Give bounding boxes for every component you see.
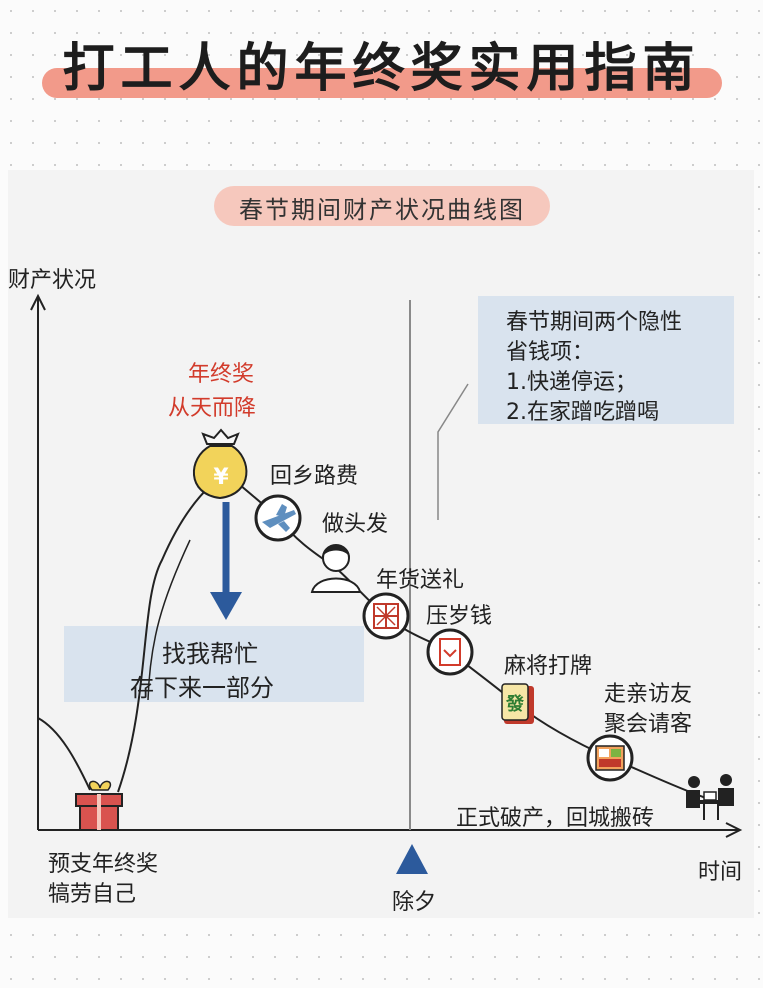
event-red-envelope-label: 压岁钱 bbox=[426, 604, 493, 629]
bonus-label-line-2: 从天而降 bbox=[168, 396, 257, 421]
diagram-subtitle: 春节期间财产状况曲线图 bbox=[239, 196, 525, 224]
woman-icon bbox=[310, 544, 362, 593]
new-years-eve-marker bbox=[396, 844, 428, 874]
prepay-curve bbox=[37, 717, 91, 791]
mahjong-tile-text: 發 bbox=[505, 693, 525, 715]
event-mahjong-label: 麻将打牌 bbox=[504, 654, 593, 679]
gift-box-icon bbox=[362, 592, 410, 640]
money-bag-icon: ¥ bbox=[193, 428, 248, 500]
savings-box bbox=[64, 626, 364, 702]
money-bag-symbol: ¥ bbox=[213, 465, 229, 490]
savings-arrow-head bbox=[210, 592, 242, 620]
title-highlight bbox=[42, 68, 722, 98]
event-hair-label: 做头发 bbox=[322, 512, 389, 537]
hidden-savings-box bbox=[478, 296, 734, 424]
subtitle-highlight bbox=[214, 186, 550, 226]
event-bankrupt-label: 正式破产，回城搬砖 bbox=[456, 806, 655, 831]
rise-curve bbox=[117, 485, 211, 793]
lunchbox-icon bbox=[586, 734, 634, 782]
y-axis-label: 财产状况 bbox=[8, 268, 97, 293]
rise-curve-inner bbox=[147, 539, 191, 701]
diagram-panel bbox=[8, 170, 754, 918]
hidden-savings-line-4: 2.在家蹭吃蹭喝 bbox=[506, 400, 659, 425]
spending-curve bbox=[231, 477, 707, 799]
event-visiting-label-line-2: 聚会请客 bbox=[604, 712, 693, 737]
hidden-savings-line-2: 省钱项： bbox=[506, 340, 595, 365]
prepay-label-line-1: 预支年终奖 bbox=[48, 852, 159, 877]
event-visiting-label-line-1: 走亲访友 bbox=[604, 682, 693, 707]
savings-text-line-1: 找我帮忙 bbox=[162, 640, 258, 668]
event-gifts-label: 年货送礼 bbox=[376, 568, 465, 593]
red-envelope-icon bbox=[426, 628, 474, 676]
event-travel-label: 回乡路费 bbox=[270, 464, 359, 489]
airplane-icon bbox=[254, 494, 302, 542]
bonus-label-line-1: 年终奖 bbox=[188, 362, 255, 387]
savings-text-line-2: 存下来一部分 bbox=[130, 674, 274, 702]
callout-connector bbox=[437, 383, 469, 520]
page-title: 打工人的年终奖实用指南 bbox=[62, 39, 701, 99]
x-axis-label: 时间 bbox=[698, 860, 743, 885]
hidden-savings-line-1: 春节期间两个隐性 bbox=[506, 310, 683, 335]
office-workers-icon bbox=[686, 774, 734, 820]
prepay-label-line-2: 犒劳自己 bbox=[48, 882, 137, 907]
mahjong-tile-icon: 發 bbox=[501, 683, 534, 724]
y-axis-arrow bbox=[30, 293, 46, 311]
present-box-icon bbox=[75, 780, 123, 831]
new-years-eve-label: 除夕 bbox=[392, 890, 437, 915]
x-axis-arrow bbox=[725, 822, 743, 838]
hidden-savings-line-3: 1.快递停运； bbox=[506, 370, 637, 395]
